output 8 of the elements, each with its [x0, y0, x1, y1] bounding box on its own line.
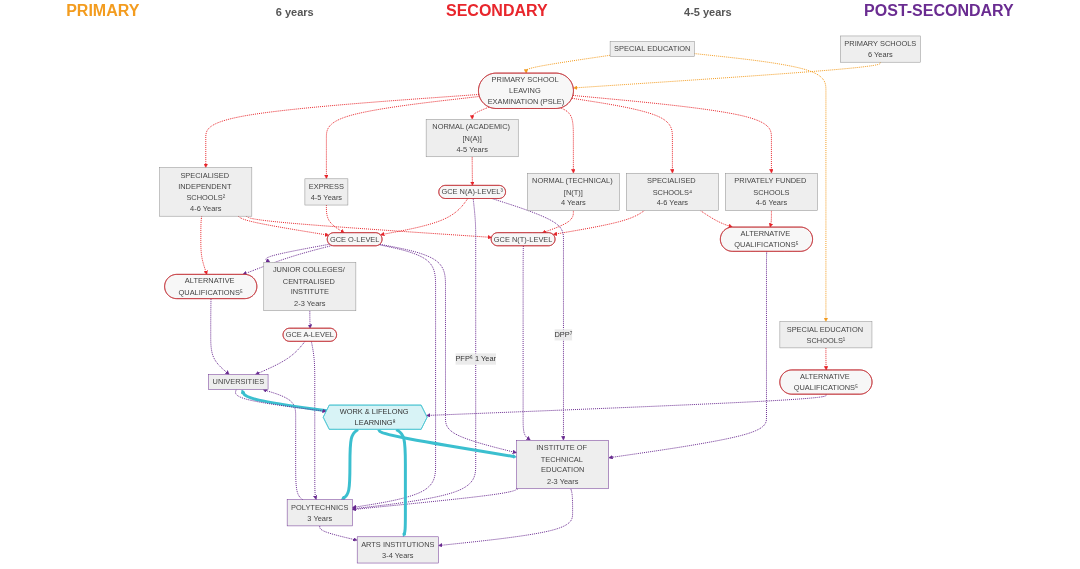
section-heading: SECONDARY	[446, 2, 548, 20]
section-heading: POST-SECONDARY	[864, 2, 1014, 20]
duration-text: 6 years	[275, 6, 314, 18]
arrow	[395, 428, 407, 537]
duration-text: 4-5 years	[684, 6, 732, 18]
arrow	[340, 428, 359, 500]
section-heading: PRIMARY	[66, 2, 140, 20]
arrow	[377, 428, 517, 459]
